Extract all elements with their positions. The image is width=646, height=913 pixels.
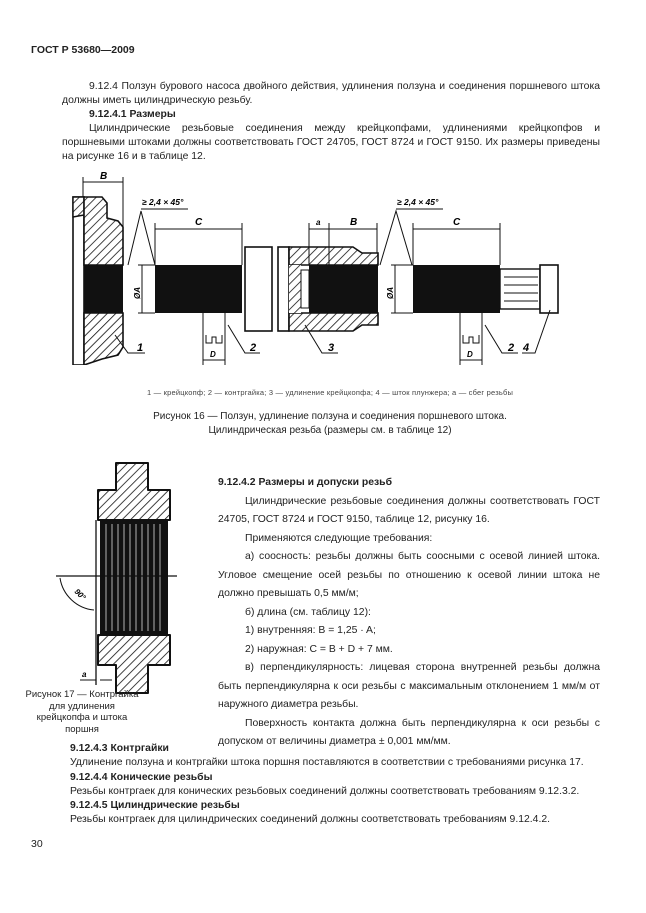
paragraph-sizes: Цилиндрические резьбовые соединения межд… bbox=[62, 123, 600, 163]
locknut-part bbox=[244, 246, 273, 332]
paragraph: Цилиндрические резьбовые соединения долж… bbox=[218, 495, 600, 526]
section-heading: 9.12.4.5 Цилиндрические резьбы bbox=[70, 800, 240, 812]
paragraph: а) соосность: резьбы должны быть соосным… bbox=[218, 551, 600, 599]
chamfer-label: ≥ 2,4 × 45° bbox=[142, 197, 184, 207]
dim-d-label: D bbox=[467, 350, 473, 359]
document-id: ГОСТ Р 53680—2009 bbox=[31, 44, 135, 56]
dim-c-label: C bbox=[195, 217, 203, 228]
figure-17-drawing: 90° a bbox=[56, 462, 177, 694]
heading-9-12-4-1: 9.12.4.1 Размеры bbox=[89, 109, 176, 120]
dim-diameter-a: ØA bbox=[386, 287, 395, 299]
dim-b-label: B bbox=[350, 217, 357, 228]
subsections: 9.12.4.3 Контргайки Удлинение ползуна и … bbox=[70, 742, 600, 828]
paragraph: Резьбы контргаек для конических резьбовы… bbox=[70, 785, 580, 797]
section-9-12-4-2: 9.12.4.2 Размеры и допуски резьб Цилиндр… bbox=[218, 474, 600, 752]
section-heading: 9.12.4.2 Размеры и допуски резьб bbox=[218, 477, 392, 488]
paragraph: Поверхность контакта должна быть перпенд… bbox=[218, 717, 600, 748]
section-heading: 9.12.4.3 Контргайки bbox=[70, 743, 169, 754]
dim-a-label: a bbox=[316, 218, 321, 227]
callout-4: 4 bbox=[522, 342, 529, 354]
callout-3: 3 bbox=[328, 342, 334, 354]
figure-16-legend: 1 — крейцкопф; 2 — контргайка; 3 — удлин… bbox=[146, 388, 514, 397]
callout-2: 2 bbox=[249, 342, 256, 354]
paragraph: в) перпендикулярность: лицевая сторона в… bbox=[218, 662, 600, 710]
paragraph: 2) наружная: C = B + D + 7 мм. bbox=[245, 643, 393, 655]
dim-d-label: D bbox=[210, 350, 216, 359]
dim-c-label: C bbox=[453, 217, 461, 228]
figure-16-caption: Рисунок 16 — Ползун, удлинение ползуна и… bbox=[60, 410, 600, 438]
page-number: 30 bbox=[31, 838, 43, 850]
chamfer-label: ≥ 2,4 × 45° bbox=[397, 197, 439, 207]
paragraph-9-12-4: 9.12.4 Ползун бурового насоса двойного д… bbox=[62, 81, 600, 107]
dim-a-label: a bbox=[82, 670, 87, 679]
paragraph: Резьбы контргаек для цилиндрических соед… bbox=[70, 814, 551, 826]
caption-line: Цилиндрическая резьба (размеры см. в таб… bbox=[208, 425, 452, 436]
figure-17-caption: Рисунок 17 — Контргайка для удлинения кр… bbox=[25, 689, 139, 735]
dim-diameter-a: ØA bbox=[133, 287, 142, 299]
callout-1: 1 bbox=[137, 342, 143, 354]
paragraph: 1) внутренняя: B = 1,25 · A; bbox=[245, 625, 376, 636]
dim-b-label: B bbox=[100, 171, 107, 182]
crosshead-extension-part: a B bbox=[277, 217, 379, 332]
paragraph: Применяются следующие требования: bbox=[245, 532, 433, 544]
caption-line: Рисунок 16 — Ползун, удлинение ползуна и… bbox=[153, 411, 507, 422]
threaded-rod-left: C ØA D bbox=[133, 217, 243, 365]
figure-16-drawing: B ≥ 2,4 × 45° C ØA D a B ≥ 2,4 bbox=[72, 171, 559, 365]
section-heading: 9.12.4.4 Конические резьбы bbox=[70, 771, 213, 783]
threaded-rod-right: C ØA D bbox=[386, 217, 559, 365]
paragraph: б) длина (см. таблицу 12): bbox=[245, 606, 371, 618]
crosshead-part: B bbox=[72, 171, 124, 365]
paragraph: Удлинение ползуна и контргайки штока пор… bbox=[70, 757, 584, 769]
callout-2: 2 bbox=[507, 342, 514, 354]
angle-label: 90° bbox=[73, 587, 88, 602]
